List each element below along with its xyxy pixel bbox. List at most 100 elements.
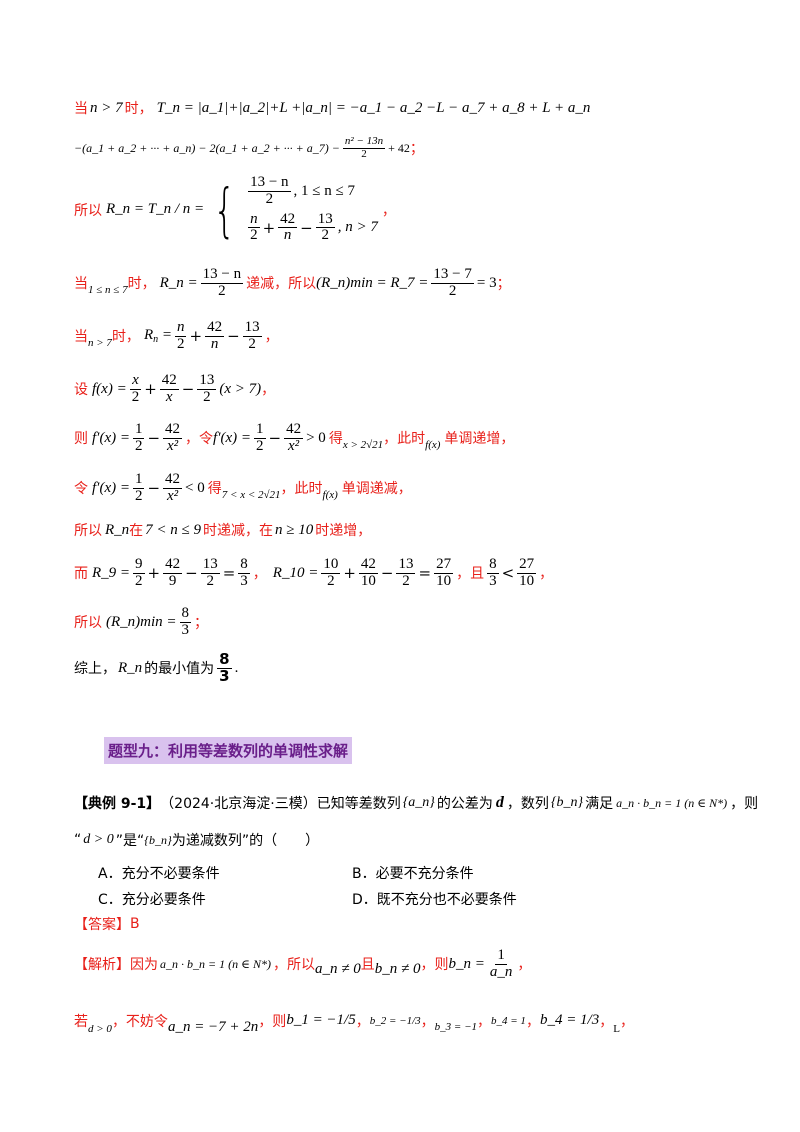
text-when: 当	[74, 101, 88, 117]
text-satisfy: 满足	[585, 796, 614, 812]
numerator: 42	[278, 210, 298, 229]
example-tag: 【典例 9-1】	[74, 796, 161, 812]
text-increasing: 时递增，	[315, 523, 372, 539]
numerator: 13	[200, 556, 220, 574]
denominator: 2	[206, 572, 214, 589]
comma: ，	[420, 1013, 435, 1030]
text-decreasing: 时递减，在	[203, 523, 274, 539]
numerator: 42	[358, 556, 378, 574]
comma: ，	[252, 566, 267, 583]
condition: a_n · b_n = 1 (n ∈ N*)	[616, 795, 728, 810]
denominator: x²	[166, 487, 179, 504]
case-condition: , n > 7	[337, 219, 378, 236]
text-cishi: ，此时	[383, 431, 426, 448]
semicolon: ；	[496, 276, 511, 293]
rn-eq: Rn =	[143, 327, 172, 346]
denominator: 2	[131, 388, 140, 405]
comma: ，	[261, 382, 276, 399]
period: .	[234, 659, 239, 676]
numerator: 10	[321, 556, 341, 574]
line-monotonic-summary: 所以 R_n 在 7 < n ≤ 9 时递减，在 n ≥ 10 时递增，	[74, 520, 371, 540]
example-question-line-2: “ d > 0 ”是“ {b_n} 为递减数列”的（ ）	[74, 830, 319, 850]
text-er: 而	[74, 566, 88, 583]
comma: ，	[525, 1013, 540, 1030]
numerator: 42	[159, 372, 179, 390]
option-b[interactable]: B．必要不充分条件	[352, 866, 474, 882]
bn-nonzero: b_n ≠ 0	[374, 960, 421, 977]
text-shi: 时，	[124, 101, 153, 117]
text-if: 若	[74, 1013, 88, 1030]
condition: n > 7	[88, 337, 112, 350]
line-tn-case: 当 n > 7 时， T_n = |a_1|+|a_2|+L +|a_n| = …	[74, 98, 590, 118]
text-let: ，不妨令	[111, 1013, 168, 1030]
denominator: 2	[256, 437, 264, 454]
text-suoyi: 所以	[74, 523, 102, 539]
comma: ，	[456, 566, 471, 583]
text-because: 因为	[130, 957, 158, 974]
denominator: x	[165, 388, 173, 405]
option-d[interactable]: D．既不充分也不必要条件	[352, 892, 517, 908]
text-common-diff: 的公差为	[436, 796, 493, 812]
rn: R_n	[118, 659, 143, 676]
denominator: 9	[168, 572, 177, 589]
text-then: ，则	[420, 957, 449, 974]
denominator: 2	[250, 227, 258, 244]
text-so: ，所以	[272, 957, 315, 974]
inequality: > 0	[306, 429, 326, 446]
numerator: n	[248, 210, 260, 229]
denominator: 10	[360, 572, 376, 589]
numerator: 13 − n	[248, 174, 291, 192]
text-is: ”是“	[115, 833, 145, 849]
rn-eq: R_n =	[159, 274, 198, 291]
derivative-lhs: f′(x) =	[92, 479, 130, 496]
text-suoyi: 所以	[74, 202, 102, 219]
comma: ，	[355, 1013, 370, 1030]
text-ling: 令	[74, 481, 88, 498]
denominator: 2	[134, 487, 143, 504]
analysis-tag: 【解析】	[74, 957, 130, 974]
term-b2: b_2 = −1/3	[369, 1014, 421, 1027]
numerator: 8	[179, 605, 192, 623]
result: = 3	[476, 274, 497, 291]
comma: ，	[619, 1013, 634, 1030]
case-condition: , 1 ≤ n ≤ 7	[293, 182, 356, 199]
text-suoyi: 所以	[74, 615, 102, 632]
text-mid: 递减，所以	[246, 276, 317, 293]
option-c[interactable]: C．充分必要条件	[98, 892, 206, 908]
option-a[interactable]: A．充分不必要条件	[98, 866, 220, 882]
denominator: 2	[248, 335, 256, 352]
numerator: 8	[217, 650, 232, 669]
denominator: 2	[134, 437, 143, 454]
answer-line: 【答案】 B	[74, 914, 140, 934]
example-terms-line: 若 d > 0 ，不妨令 a_n = −7 + 2n ，则 b_1 = −1/5…	[74, 1005, 634, 1036]
text-zongshang: 综上，	[74, 661, 116, 678]
fx: f(x)	[425, 439, 441, 452]
numerator: n	[174, 319, 187, 337]
denominator: 2	[402, 572, 410, 589]
derivative-lhs: f′(x) =	[92, 429, 130, 446]
